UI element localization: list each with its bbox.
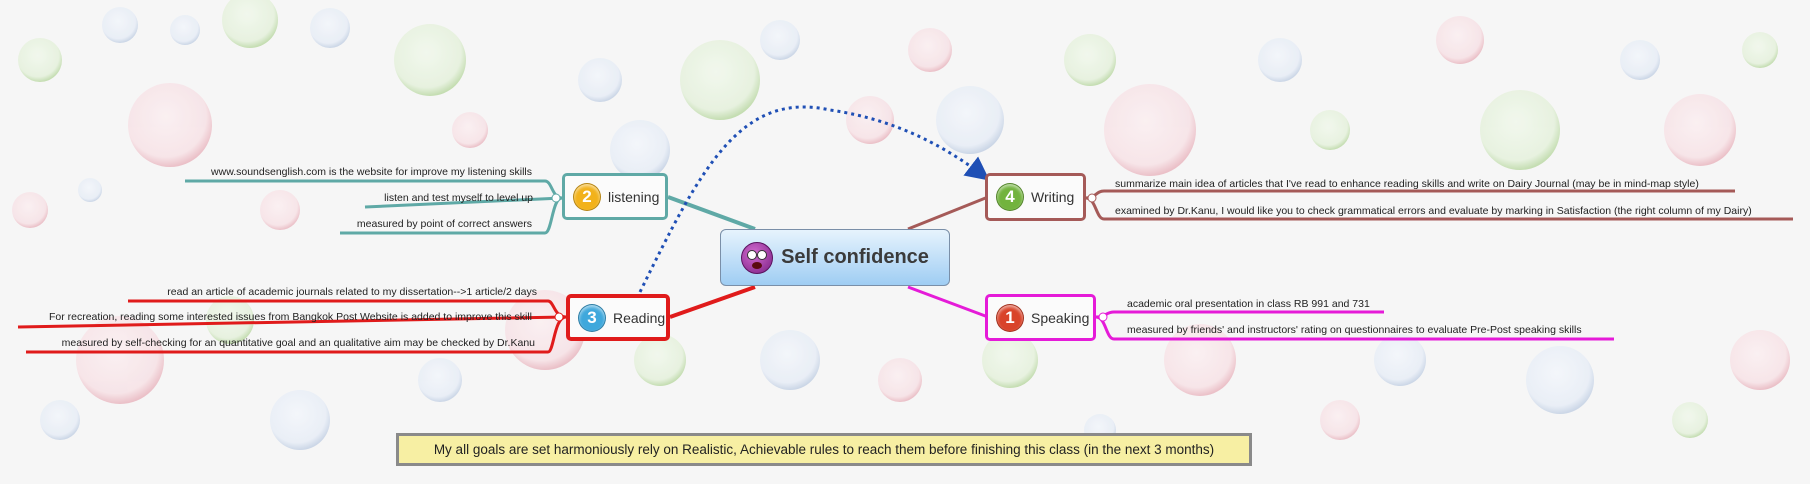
subtopic-writing-2[interactable]: examined by Dr.Kanu, I would like you to…	[1115, 205, 1752, 217]
number-2-icon: 2	[573, 182, 601, 211]
subtopic-reading-3[interactable]: measured by self-checking for an quantit…	[61, 337, 535, 349]
summary-note[interactable]: My all goals are set harmoniously rely o…	[396, 433, 1252, 466]
number-3-icon: 3	[578, 303, 606, 332]
topic-listening-label: listening	[608, 188, 660, 205]
link-writing	[907, 195, 989, 231]
topic-listening[interactable]: 2 listening	[562, 173, 668, 220]
link-listening	[667, 195, 756, 231]
topic-reading[interactable]: 3 Reading	[566, 294, 670, 341]
link-speaking	[907, 285, 989, 319]
number-1-icon: 1	[996, 303, 1024, 332]
topic-reading-label: Reading	[613, 309, 666, 326]
topic-writing[interactable]: 4 Writing	[985, 173, 1086, 221]
subtopic-reading-1[interactable]: read an article of academic journals rel…	[167, 286, 537, 298]
subtopic-speaking-1[interactable]: academic oral presentation in class RB 9…	[1127, 298, 1370, 310]
number-4-icon: 4	[996, 183, 1024, 211]
summary-note-text: My all goals are set harmoniously rely o…	[433, 442, 1215, 457]
subtopic-reading-2[interactable]: For recreation, reading some interested …	[48, 311, 532, 323]
link-reading	[669, 285, 756, 319]
central-topic-title: Self confidence	[781, 246, 929, 268]
subtopic-listening-2[interactable]: listen and test myself to level up	[384, 192, 533, 204]
central-topic[interactable]: Self confidence	[720, 229, 950, 286]
subtopic-speaking-2[interactable]: measured by friends' and instructors' ra…	[1127, 324, 1582, 336]
topic-speaking[interactable]: 1 Speaking	[985, 294, 1096, 341]
surprised-face-icon	[741, 241, 774, 274]
subtopic-listening-3[interactable]: measured by point of correct answers	[356, 218, 532, 230]
topic-writing-label: Writing	[1031, 189, 1075, 205]
topic-speaking-label: Speaking	[1031, 309, 1090, 326]
subtopic-writing-1[interactable]: summarize main idea of articles that I'v…	[1115, 178, 1699, 190]
subtopic-listening-1[interactable]: www.soundsenglish.com is the website for…	[211, 166, 532, 178]
